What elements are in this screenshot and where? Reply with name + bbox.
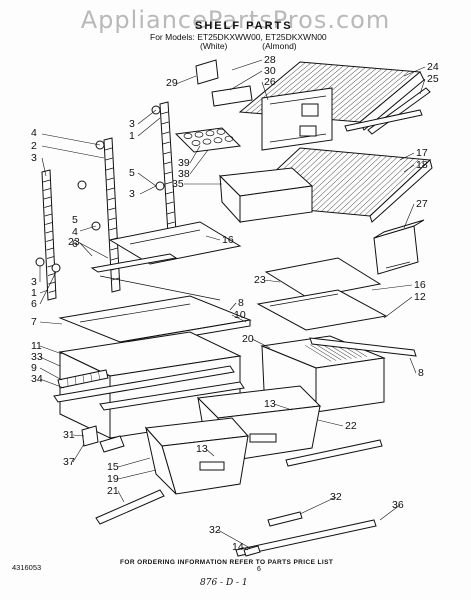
callout-9: 9 xyxy=(31,362,37,374)
egg-tray xyxy=(174,127,242,153)
callout-25: 25 xyxy=(427,73,439,85)
glass-shelf-upper-left xyxy=(90,221,242,301)
callout-38: 38 xyxy=(178,168,190,180)
callout-7: 7 xyxy=(31,316,37,328)
callout-32-right: 32 xyxy=(330,491,342,503)
door-bin xyxy=(373,219,425,275)
callout-18: 18 xyxy=(416,159,428,171)
callout-5-left: 5 xyxy=(72,214,78,226)
callout-13-upper: 13 xyxy=(264,398,276,410)
callout-32-left: 32 xyxy=(209,524,221,536)
callout-30: 30 xyxy=(264,65,276,77)
callout-3-left: 3 xyxy=(31,152,37,164)
drawer-slide-rail-left xyxy=(95,489,165,525)
color-almond-label: (Almond) xyxy=(262,41,297,51)
drawer-bracket xyxy=(81,425,125,453)
callout-23-left: 23 xyxy=(68,236,80,248)
watermark: AppliancePartsPros.com xyxy=(80,6,391,34)
callout-3-mid: 3 xyxy=(129,188,135,200)
callout-31: 31 xyxy=(63,429,75,441)
callout-20: 20 xyxy=(242,333,254,345)
snack-pan-frame xyxy=(261,87,333,151)
callout-34: 34 xyxy=(31,373,43,385)
callout-numbers: 29 28 30 26 24 25 3 1 4 2 3 39 38 35 5 3… xyxy=(31,54,439,553)
callout-3-top: 3 xyxy=(129,118,135,130)
drawer-slide-rail-right xyxy=(285,439,383,467)
callout-17: 17 xyxy=(416,147,428,159)
callout-8-left: 8 xyxy=(238,297,244,309)
callout-35: 35 xyxy=(172,178,184,190)
callout-23-right: 23 xyxy=(254,274,266,286)
lower-shelf-rail xyxy=(53,365,245,411)
vegetable-drawer-front xyxy=(144,417,250,495)
callout-12: 12 xyxy=(414,291,426,303)
document-number: 4316053 xyxy=(12,563,42,572)
page-number: 6 xyxy=(257,566,261,573)
callout-21: 21 xyxy=(107,485,119,497)
callout-29: 29 xyxy=(166,77,178,89)
callout-8-right: 8 xyxy=(418,367,424,379)
callout-33: 33 xyxy=(31,351,43,363)
callout-16-right: 16 xyxy=(414,279,426,291)
callout-39: 39 xyxy=(178,157,190,169)
utility-tray xyxy=(195,59,253,107)
callout-4-top: 4 xyxy=(31,127,37,139)
diagram-title: SHELF PARTS xyxy=(195,20,293,32)
callout-36: 36 xyxy=(392,499,404,511)
callout-1-top: 1 xyxy=(129,130,135,142)
callout-26: 26 xyxy=(264,76,276,88)
callout-11: 11 xyxy=(31,340,42,352)
callout-19: 19 xyxy=(107,473,119,485)
callout-2: 2 xyxy=(31,140,37,152)
callout-1-low: 1 xyxy=(31,287,37,299)
handwritten-note: 876 - D - 1 xyxy=(200,578,248,588)
callout-leader-lines xyxy=(39,59,426,551)
callout-13-lower: 13 xyxy=(196,443,208,455)
callout-27: 27 xyxy=(416,198,428,210)
glass-shelf-right xyxy=(256,257,388,331)
model-numbers: For Models: ET25DKXWW00, ET25DKXWN00 xyxy=(150,32,327,42)
callout-16-left: 16 xyxy=(222,234,234,246)
callout-10: 10 xyxy=(234,309,246,321)
ordering-note: FOR ORDERING INFORMATION REFER TO PARTS … xyxy=(120,559,334,566)
callout-5-mid: 5 xyxy=(129,167,135,179)
callout-6-mid: 6 xyxy=(72,238,78,250)
color-white-label: (White) xyxy=(200,41,228,51)
shelf-trim-upper-right xyxy=(344,87,431,135)
callout-37: 37 xyxy=(63,456,75,468)
bottom-trim-rail xyxy=(235,511,377,557)
callout-14: 14 xyxy=(232,541,244,553)
meat-pan xyxy=(218,167,314,224)
model-colors: (White) (Almond) xyxy=(200,41,297,51)
callout-4-mid: 4 xyxy=(72,226,78,238)
callout-3-low: 3 xyxy=(31,276,37,288)
callout-22: 22 xyxy=(345,420,357,432)
callout-15: 15 xyxy=(107,461,119,473)
callout-24: 24 xyxy=(427,61,439,73)
callout-6-low: 6 xyxy=(31,298,37,310)
callout-28: 28 xyxy=(264,54,276,66)
